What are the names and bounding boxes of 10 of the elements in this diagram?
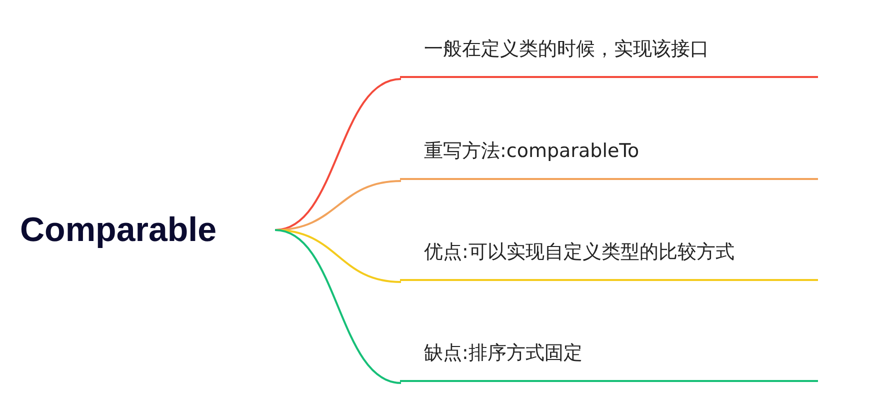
root-topic: Comparable xyxy=(20,210,216,250)
branch-topic: 重写方法:comparableTo xyxy=(424,139,640,164)
branch-underline xyxy=(400,340,818,382)
branch-topic: 优点:可以实现自定义类型的比较方式 xyxy=(424,240,734,265)
branch-line xyxy=(274,229,402,384)
branch-underline xyxy=(400,36,818,78)
branch-topic: 一般在定义类的时候，实现该接口 xyxy=(424,37,709,62)
branch-underline xyxy=(400,138,818,180)
branch-topic: 缺点:排序方式固定 xyxy=(424,341,582,366)
branch-underline xyxy=(400,239,818,281)
